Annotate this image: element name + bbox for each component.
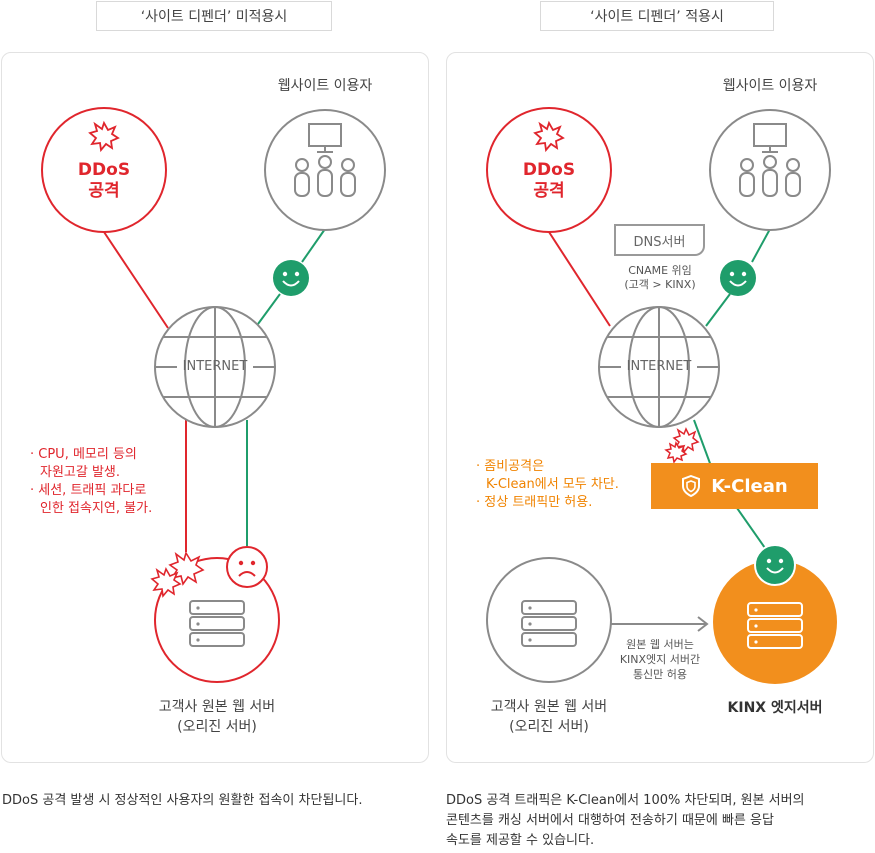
left-caption: DDoS 공격 발생 시 정상적인 사용자의 원활한 접속이 차단됩니다. — [2, 793, 363, 808]
kclean-label: K-Clean — [711, 475, 788, 497]
globe-icon — [154, 306, 276, 428]
ddos-circle — [41, 107, 167, 233]
ddos-title-line2: 공격 — [533, 181, 565, 201]
ddos-link-line — [548, 231, 611, 327]
origin-server-label-line1: 고객사 원본 웹 서버 — [490, 699, 608, 715]
problem-notes: · CPU, 메모리 등의 자원고갈 발생. · 세션, 트래픽 과다로 인한 … — [30, 446, 152, 518]
ddos-title: DDoS 공격 — [509, 160, 589, 202]
arrow-label: 원본 웹 서버는 KINX엣지 서버간 통신만 허용 — [600, 637, 720, 682]
shield-icon — [682, 475, 701, 497]
ddos-title-line1: DDoS — [77, 160, 131, 180]
caption-line: 속도를 제공할 수 있습니다. — [446, 833, 595, 848]
user-link-line-top — [301, 228, 326, 263]
sad-icon — [226, 546, 268, 588]
ddos-title-line2: 공격 — [88, 181, 120, 201]
kclean-to-edge-line — [736, 507, 766, 549]
monitor-icon — [308, 123, 342, 153]
tab-without-defender: ‘사이트 디펜더’ 미적용시 — [96, 1, 332, 31]
caption-line: DDoS 공격 트래픽은 K-Clean에서 100% 차단되며, 원본 서버의 — [446, 793, 805, 808]
arrow-label-line2: KINX엣지 서버간 — [619, 653, 701, 666]
note-line: 자원고갈 발생. — [40, 465, 121, 480]
origin-server-label-line1: 고객사 원본 웹 서버 — [158, 699, 276, 715]
smiley-icon — [754, 544, 796, 586]
burst-icon — [150, 567, 182, 598]
origin-server-circle — [154, 557, 280, 683]
arrow-icon — [611, 616, 709, 632]
ddos-link-line — [103, 231, 169, 329]
cname-label-line2: (고객 > KINX) — [624, 278, 696, 291]
server-icon — [521, 600, 577, 647]
tab-with-defender: ‘사이트 디펜더’ 적용시 — [540, 1, 774, 31]
burst-icon — [533, 120, 565, 153]
right-caption: DDoS 공격 트래픽은 K-Clean에서 100% 차단되며, 원본 서버의… — [446, 791, 874, 851]
monitor-icon — [753, 123, 787, 153]
protection-notes: · 좀비공격은 K-Clean에서 모두 차단. · 정상 트래픽만 허용. — [476, 458, 619, 512]
origin-server-circle — [486, 557, 612, 683]
server-icon — [189, 600, 245, 647]
note-line: 인한 접속지연, 불가. — [40, 501, 153, 516]
user-link-line-top — [751, 228, 771, 263]
burst-icon — [664, 441, 688, 464]
burst-icon — [168, 551, 205, 586]
users-label: 웹사이트 이용자 — [722, 78, 818, 94]
edge-server-label: KINX 엣지서버 — [727, 700, 823, 716]
smiley-icon — [273, 260, 309, 296]
cname-label-line1: CNAME 위임 — [628, 264, 692, 277]
globe-icon — [598, 306, 720, 428]
origin-server-label: 고객사 원본 웹 서버 (오리진 서버) — [469, 697, 629, 737]
arrow-label-line1: 원본 웹 서버는 — [626, 638, 694, 651]
caption-line: 콘텐츠를 캐싱 서버에서 대행하여 전송하기 때문에 빠른 응답 — [446, 813, 774, 828]
origin-server-label-line2: (오리진 서버) — [509, 719, 589, 735]
note-line: K-Clean에서 모두 차단. — [486, 477, 619, 492]
smiley-icon — [720, 260, 756, 296]
cname-label: CNAME 위임 (고객 > KINX) — [604, 264, 716, 292]
users-label: 웹사이트 이용자 — [277, 78, 373, 94]
internet-label: INTERNET — [626, 359, 692, 374]
note-line: · 정상 트래픽만 허용. — [476, 495, 593, 510]
origin-server-label: 고객사 원본 웹 서버 (오리진 서버) — [137, 697, 297, 737]
user-link-line-bottom — [705, 293, 731, 327]
edge-server-circle — [713, 560, 837, 684]
ddos-title-line1: DDoS — [522, 160, 576, 180]
user-link-line-bottom — [257, 293, 281, 325]
burst-icon — [88, 120, 120, 153]
people-icon — [739, 155, 801, 197]
people-icon — [294, 155, 356, 197]
note-line: · 세션, 트래픽 과다로 — [30, 483, 147, 498]
note-line: · CPU, 메모리 등의 — [30, 447, 137, 462]
server-icon — [747, 602, 803, 649]
kclean-box: K-Clean — [651, 463, 818, 509]
origin-server-label-line2: (오리진 서버) — [177, 719, 257, 735]
ddos-title: DDoS 공격 — [64, 160, 144, 202]
kclean-link-line — [693, 419, 712, 467]
arrow-label-line3: 통신만 허용 — [632, 668, 688, 681]
ddos-circle — [486, 107, 612, 233]
internet-label: INTERNET — [182, 359, 248, 374]
note-line: · 좀비공격은 — [476, 459, 545, 474]
dns-server-box: DNS서버 — [614, 224, 705, 256]
